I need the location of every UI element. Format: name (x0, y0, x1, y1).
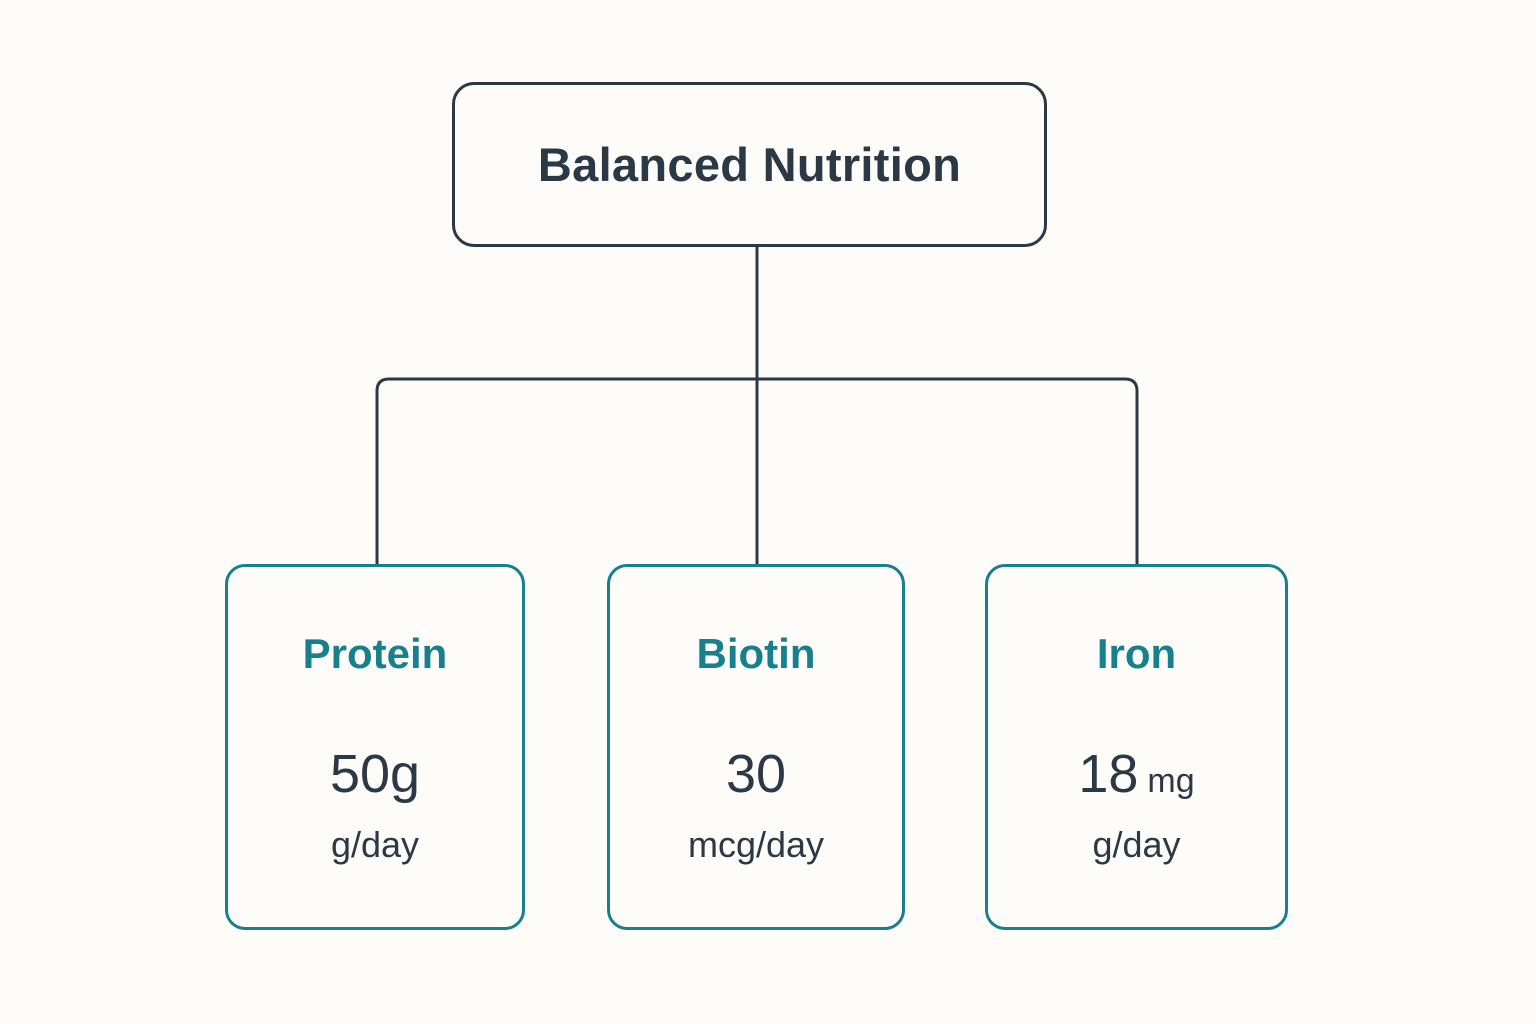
connector-bus-left (375, 377, 757, 564)
node-iron-label: Iron (1096, 630, 1177, 677)
node-protein-unit: g/day (330, 824, 420, 865)
node-biotin-unit: mcg/day (687, 824, 825, 865)
node-protein-label: Protein (302, 630, 448, 677)
node-iron-value-number: 18 (1078, 744, 1139, 804)
node-biotin-label: Biotin (696, 630, 816, 677)
node-root[interactable]: Balanced Nutrition (452, 82, 1047, 247)
node-root-label: Balanced Nutrition (537, 138, 962, 191)
node-biotin-value-number: 30 (725, 744, 787, 804)
node-biotin-value: 30 (726, 747, 786, 801)
node-iron-value-suffix: mg (1147, 762, 1195, 800)
node-protein-value: 50g (330, 747, 420, 801)
node-protein[interactable]: Protein 50g g/day (225, 564, 525, 930)
node-iron-unit: g/day (1092, 824, 1181, 865)
connector-bus-right (757, 377, 1139, 564)
node-iron-value: 18 mg (1078, 747, 1194, 801)
node-biotin[interactable]: Biotin 30 mcg/day (607, 564, 905, 930)
node-protein-value-number: 50g (329, 744, 421, 804)
node-iron[interactable]: Iron 18 mg g/day (985, 564, 1288, 930)
